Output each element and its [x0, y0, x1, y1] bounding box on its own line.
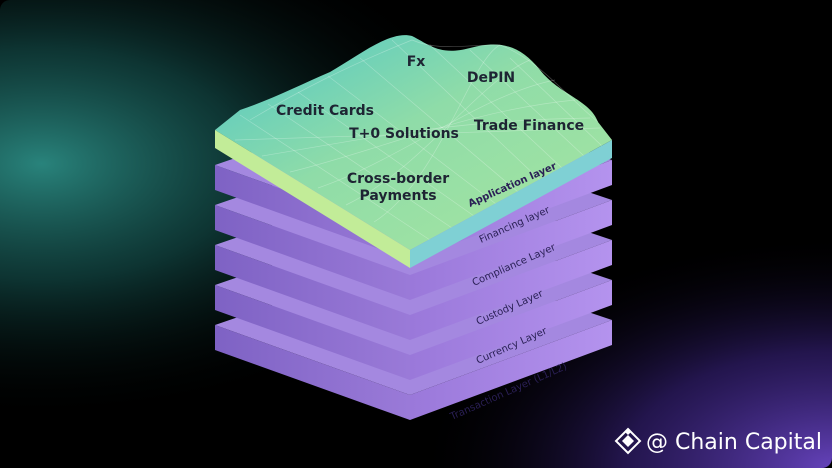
- app-item-payments: Payments: [359, 188, 436, 204]
- watermark: @ Chain Capital: [614, 427, 822, 455]
- slab-application: [215, 35, 612, 268]
- app-item-fx: Fx: [407, 54, 426, 70]
- app-item-cross-border: Cross-border: [347, 171, 449, 187]
- application-items: Fx DePIN Credit Cards T+0 Solutions Trad…: [276, 54, 584, 204]
- app-item-trade-finance: Trade Finance: [474, 118, 584, 134]
- terrain-side-left: [215, 130, 410, 268]
- layer-stack: [215, 35, 612, 420]
- app-item-depin: DePIN: [467, 70, 515, 86]
- terrain-surface: [215, 35, 612, 251]
- watermark-text: @ Chain Capital: [646, 430, 822, 455]
- app-item-credit-cards: Credit Cards: [276, 103, 374, 119]
- binance-diamond-icon: [614, 427, 642, 455]
- terrain-side-right: [410, 140, 612, 268]
- terrain-grid: [234, 39, 603, 241]
- app-item-t0-solutions: T+0 Solutions: [349, 126, 459, 142]
